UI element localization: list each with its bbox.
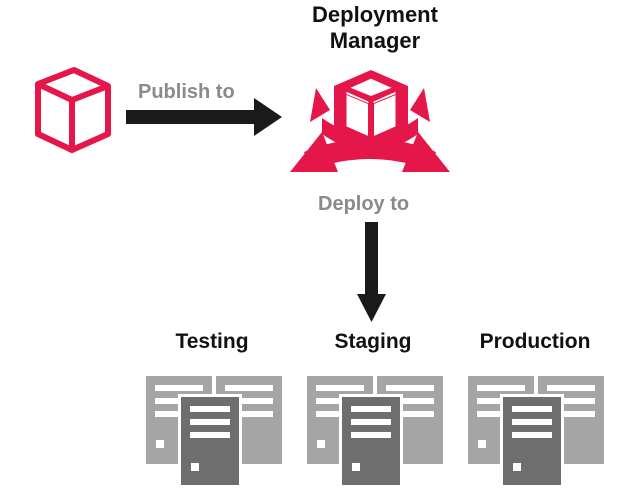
staging-servers-icon <box>307 376 443 485</box>
package-cube-icon <box>35 67 111 153</box>
deployment-manager-title: Deployment Manager <box>275 2 475 54</box>
deployment-manager-hub-icon <box>290 70 450 172</box>
production-servers-icon <box>468 376 604 485</box>
publish-arrow-icon <box>126 98 282 136</box>
deploy-to-label: Deploy to <box>318 193 410 215</box>
testing-servers-icon <box>146 376 282 485</box>
title-line-1: Deployment <box>312 2 438 27</box>
testing-label: Testing <box>175 330 249 353</box>
deploy-arrow-icon <box>357 222 386 322</box>
staging-label: Staging <box>334 330 412 353</box>
publish-to-label: Publish to <box>138 81 235 103</box>
production-label: Production <box>479 330 591 353</box>
title-line-2: Manager <box>329 28 421 53</box>
